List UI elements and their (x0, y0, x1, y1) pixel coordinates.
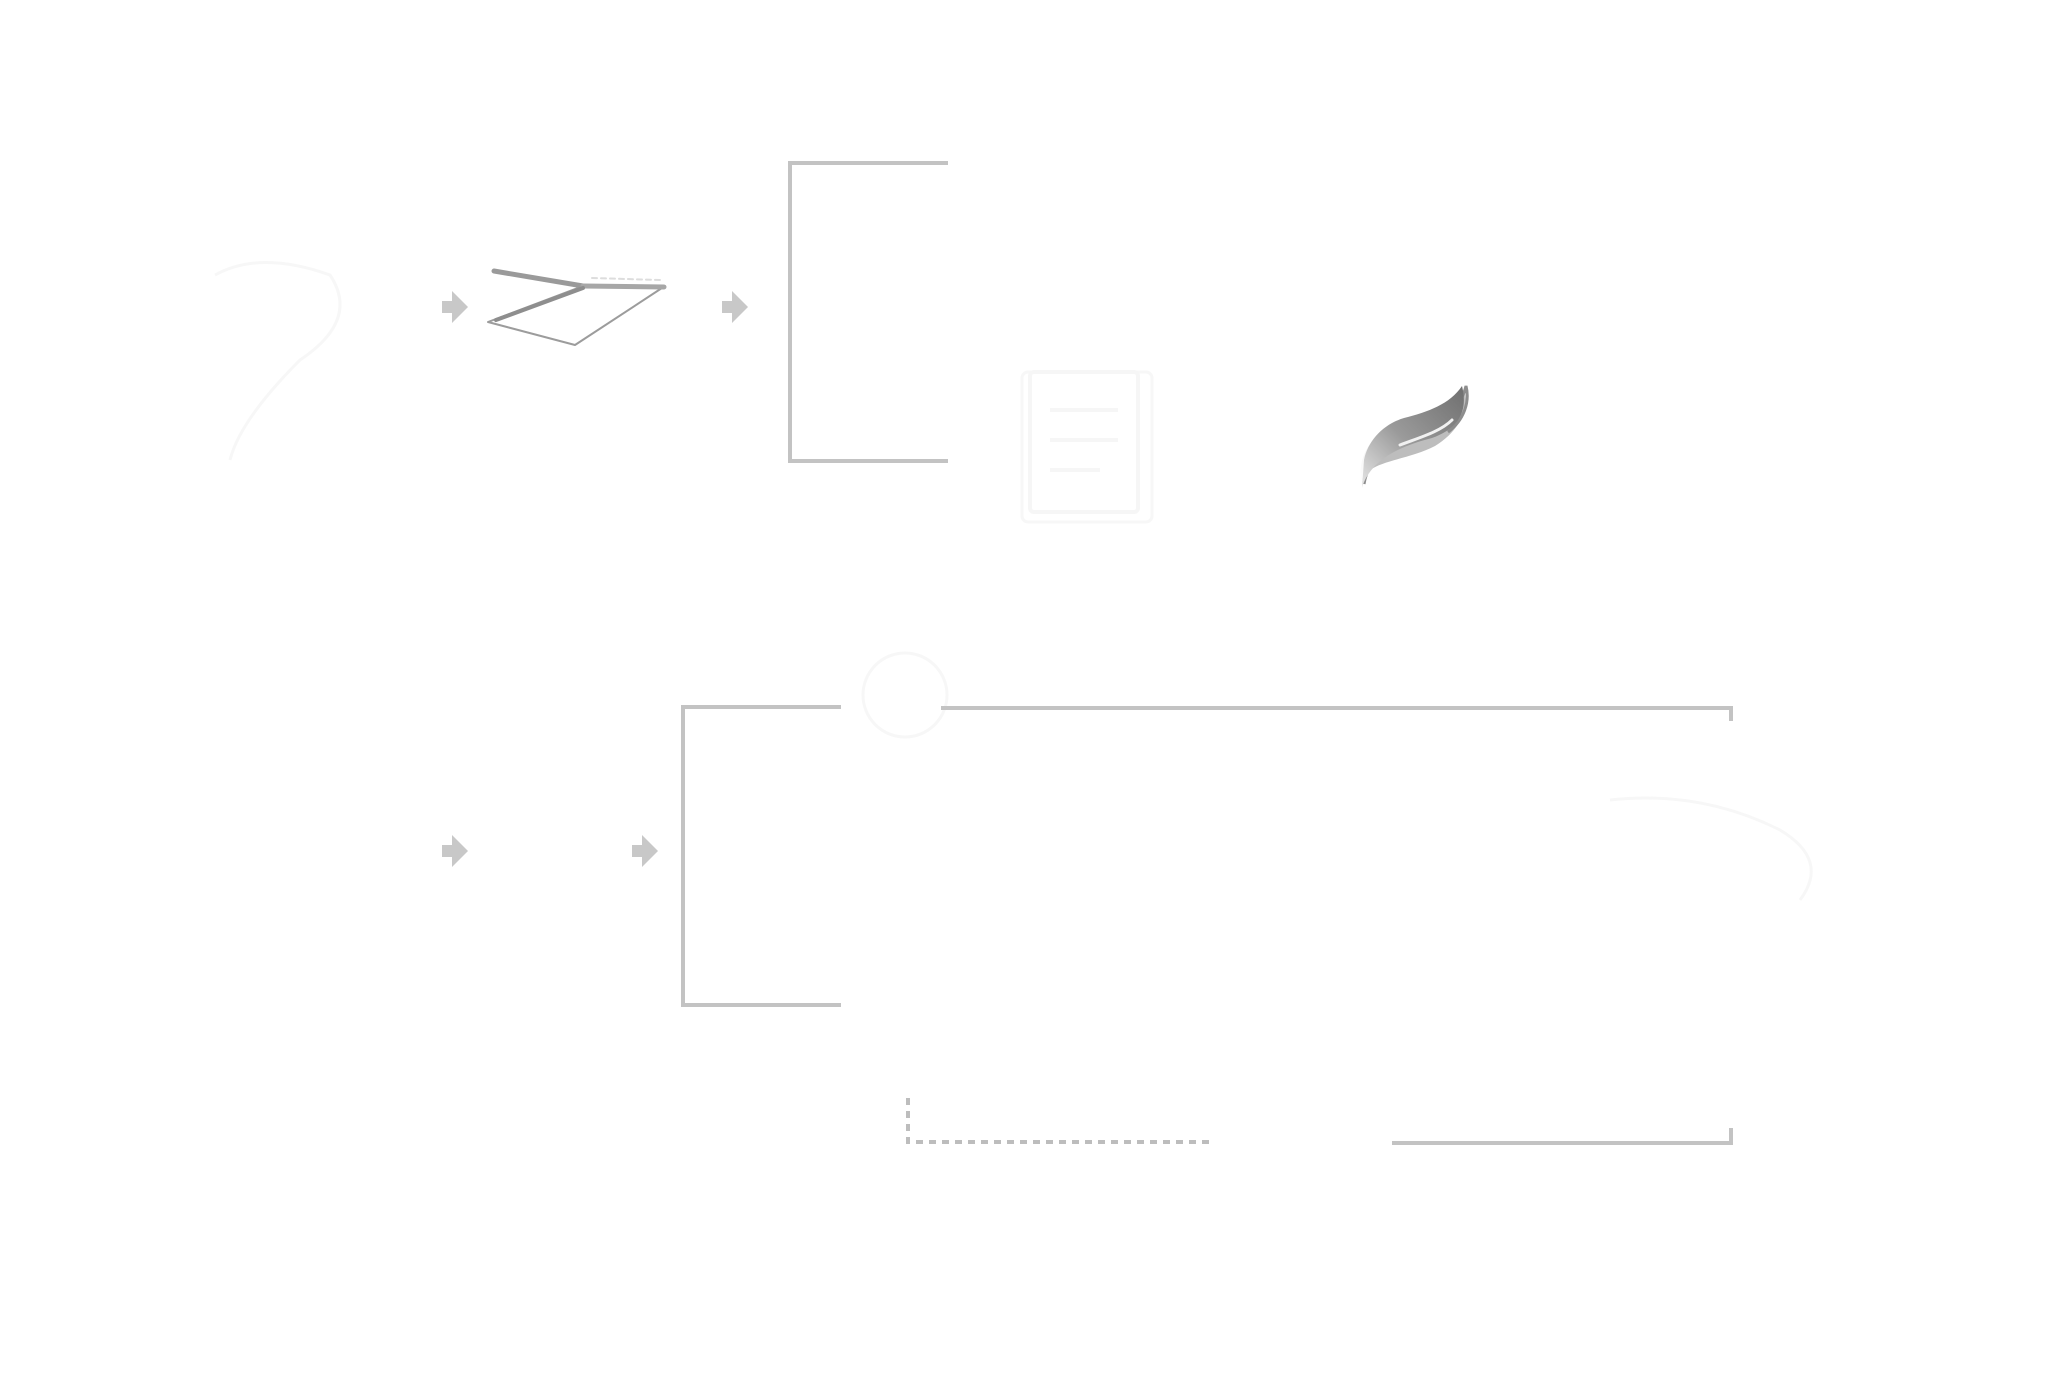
top-right-connector (941, 706, 1733, 721)
left-bracket (788, 161, 948, 463)
ghost-circle (861, 651, 949, 739)
ghost-curve-right (1609, 796, 1813, 901)
ghost-blob-top-left (214, 261, 342, 461)
bottom-row (442, 705, 1733, 1145)
dashed-connector (906, 1098, 1210, 1144)
arrow-icon (442, 291, 468, 323)
sketch-leaf-icon (1360, 385, 1469, 488)
arrow-icon (632, 835, 658, 867)
bottom-right-connector (1392, 1128, 1733, 1145)
arrow-icon (442, 835, 468, 867)
open-laptop-icon (487, 268, 667, 346)
ghost-layer (214, 261, 1813, 901)
top-row (442, 161, 1469, 514)
arrow-icon (722, 291, 748, 323)
faded-document-icon (1028, 370, 1140, 514)
left-bracket (681, 705, 841, 1007)
